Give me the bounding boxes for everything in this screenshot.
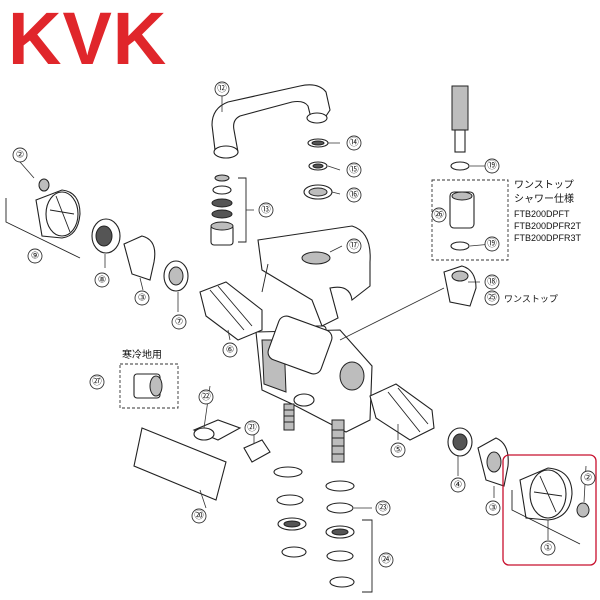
cold-region-label: 寒冷地用 [122,348,162,361]
callout-26 [431,207,447,223]
callout-27 [89,374,105,390]
svg-text:⑱: ⑱ [487,277,497,288]
callout-2b [580,470,596,486]
callout-4 [450,477,466,493]
callout-14 [346,135,362,151]
callout-8 [94,272,110,288]
callout-3a [134,290,150,306]
svg-text:㉖: ㉖ [434,210,444,221]
callout-circles [12,81,596,568]
valve-body-part [255,315,373,463]
callout-18 [484,274,500,290]
callout-12 [214,81,230,97]
callout-16 [346,187,362,203]
callout-23 [375,500,391,516]
svg-text:③: ③ [489,503,498,514]
svg-text:⑭: ⑭ [349,138,359,149]
right-handle-assembly [369,383,509,487]
svg-text:⑨: ⑨ [31,251,40,262]
aerator-stack-part [210,174,247,246]
svg-text:㉓: ㉓ [378,503,388,514]
body-cover-part [257,225,371,327]
svg-text:⑤: ⑤ [394,445,403,456]
svg-text:⑬: ⑬ [261,205,271,216]
callout-2a [12,147,28,163]
spout-rings [303,138,333,200]
callout-15 [346,162,362,178]
svg-text:⑮: ⑮ [349,165,359,176]
callout-numbers: ① ② ② ③ ③ ④ ⑤ ⑥ ⑦ ⑧ ⑨ ⑫ ⑬ ⑭ ⑮ ⑯ ⑰ ⑱ ⑲ ⑲ … [16,84,593,566]
shower-parts [339,85,477,341]
callout-25 [484,290,500,306]
one-stop-box [431,179,509,261]
svg-text:⑲: ⑲ [487,239,497,250]
text-labels: ワンストップ シャワー仕様 FTB200DPFT FTB200DPFR2T FT… [122,179,582,361]
callout-20 [191,508,207,524]
svg-text:⑯: ⑯ [349,190,359,201]
cold-region-box [119,363,179,409]
model-label-3: FTB200DPFR3T [514,233,582,243]
svg-text:⑧: ⑧ [98,275,107,286]
one-stop-shower-label: ワンストップ [514,179,574,191]
svg-text:④: ④ [454,480,463,491]
svg-text:③: ③ [138,293,147,304]
svg-text:㉗: ㉗ [92,377,102,388]
svg-text:㉕: ㉕ [487,293,497,304]
svg-text:㉒: ㉒ [201,392,211,403]
spout-part [211,84,331,159]
svg-text:㉔: ㉔ [381,555,391,566]
kvk-logo: KVK [8,0,168,80]
callout-1 [540,540,556,556]
callout-5 [390,442,406,458]
svg-text:⑥: ⑥ [226,345,235,356]
callout-24 [378,552,394,568]
model-label-1: FTB200DPFT [514,209,570,219]
svg-text:㉑: ㉑ [247,423,257,434]
callout-17 [346,238,362,254]
callout-7 [171,314,187,330]
callout-6 [222,342,238,358]
callout-3b [485,500,501,516]
bottom-parts [133,419,373,593]
svg-text:⑰: ⑰ [349,241,359,252]
shower-spec-label: シャワー仕様 [514,192,574,205]
one-stop-label: ワンストップ [504,294,558,304]
handle-part-1 [511,467,590,545]
left-handle-assembly [5,178,263,341]
svg-text:⑦: ⑦ [175,317,184,328]
svg-text:⑳: ⑳ [194,511,204,522]
callout-19b [484,236,500,252]
callout-19a [484,158,500,174]
callout-9 [27,248,43,264]
callout-21 [244,420,260,436]
svg-text:②: ② [584,473,593,484]
callout-13 [258,202,274,218]
model-label-2: FTB200DPFR2T [514,221,582,231]
svg-text:⑫: ⑫ [217,84,227,95]
svg-text:⑲: ⑲ [487,161,497,172]
svg-text:②: ② [16,150,25,161]
svg-text:①: ① [544,543,553,554]
cold-region-part [133,373,163,399]
one-stop-adapter-part [449,191,475,251]
callout-22 [198,389,214,405]
highlight-box [502,454,597,566]
